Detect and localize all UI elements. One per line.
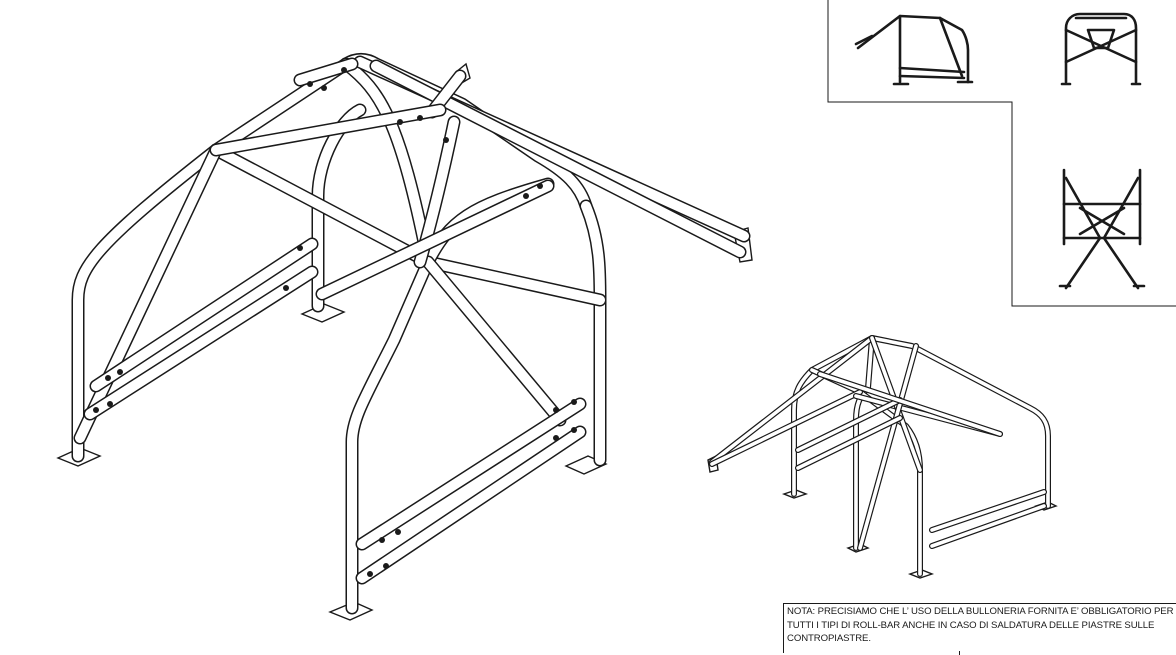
front-stay-tube [709,335,875,465]
secondary-isometric-view [707,335,1058,579]
note-text: NOTA: PRECISIAMO CHE L’ USO DELLA BULLON… [787,606,1174,644]
secondary-tube-set [709,335,1051,577]
view-line [898,74,966,80]
orthographic-views-panel [827,0,1176,307]
joint-sleeve-tube [293,57,359,87]
top-view [1058,168,1146,290]
door-bar-tube [83,265,319,421]
view-line [1086,28,1116,50]
view-line [854,34,874,46]
view-line [1102,176,1140,290]
side-view [854,14,974,86]
view-line [898,66,966,74]
main-tube-set [71,53,751,615]
view-line [1064,12,1138,84]
view-line [938,16,964,78]
front-hoop-tube [345,177,555,615]
panel-frame [827,0,1176,307]
door-bar-tube [355,425,587,585]
door-bar-tube [795,415,903,471]
view-line [1064,28,1138,64]
main-hoop-leg-tube [579,199,607,467]
main-isometric-view [56,53,753,621]
bolt-joints [93,67,577,577]
door-bar-tube [355,397,587,551]
view-line [1064,176,1102,290]
view-line [856,14,970,84]
note-divider [959,651,960,655]
front-stay-tube [709,389,863,467]
door-bar-tube [929,489,1047,533]
view-line [1078,206,1126,236]
door-brace-tube [73,143,223,445]
diagonal-tube [857,343,919,551]
note-box: NOTA: PRECISIAMO CHE L’ USO DELLA BULLON… [783,603,1176,655]
roof-cross-tube [209,103,447,157]
roof-cross-tube [817,371,1003,437]
rear-pillar-tube [311,103,367,313]
main-hoop-tube [71,53,593,463]
door-bar-tube [795,397,903,453]
cross-brace-tube [421,255,567,427]
door-bar-tube [929,503,1047,549]
harness-bar-tube [315,179,555,301]
door-bar-tube [89,237,319,393]
front-view [1060,12,1142,86]
